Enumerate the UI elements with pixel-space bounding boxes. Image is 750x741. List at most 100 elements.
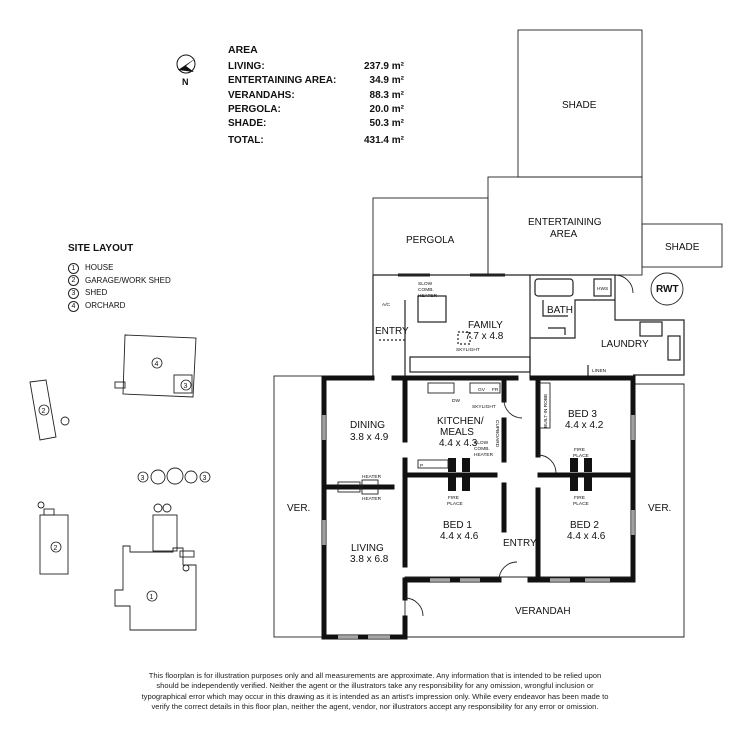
svg-text:3: 3 — [184, 383, 188, 390]
svg-text:FIRE: FIRE — [574, 495, 585, 501]
svg-text:2: 2 — [54, 545, 58, 552]
label-ver-left: VER. — [287, 503, 310, 514]
label-cupboard: CUPBOARD — [494, 420, 500, 448]
label-bed2-dim: 4.4 x 4.6 — [567, 531, 606, 542]
label-heater-top: HEATER — [362, 474, 382, 480]
label-dw: DW — [452, 398, 460, 404]
label-family-dim: 7.7 x 4.8 — [465, 331, 504, 342]
label-shade-top: SHADE — [562, 100, 597, 111]
fireplaces — [448, 458, 592, 491]
svg-text:SLOW: SLOW — [474, 440, 489, 446]
label-bed3-dim: 4.4 x 4.2 — [565, 420, 604, 431]
label-dining-dim: 3.8 x 4.9 — [350, 432, 389, 443]
label-built-in-robe: BUILT-IN ROBE — [543, 394, 549, 428]
svg-text:SLOW: SLOW — [418, 281, 433, 287]
label-kitchen-dim: 4.4 x 4.3 — [439, 438, 478, 449]
label-bath: BATH — [547, 305, 573, 316]
label-rwt: RWT — [656, 284, 679, 295]
svg-text:4: 4 — [155, 361, 159, 368]
compass-icon: N — [176, 54, 196, 87]
bath-tub — [534, 278, 574, 297]
fixture-labels: SLOW COMB. HEATER A/C SKYLIGHT HWS LINEN… — [339, 281, 608, 507]
svg-text:FIRE: FIRE — [574, 447, 585, 453]
laundry-bench — [639, 321, 663, 337]
kitchen-cooktop — [427, 382, 455, 394]
site-garage-2-annex — [43, 508, 55, 516]
svg-text:HEATER: HEATER — [418, 293, 438, 299]
rwt-tank — [650, 272, 684, 306]
label-bed1-dim: 4.4 x 4.6 — [440, 531, 479, 542]
site-orchard-shed — [173, 374, 193, 394]
svg-text:PLACE: PLACE — [447, 501, 463, 507]
label-ac: A/C — [382, 302, 391, 308]
label-skylight: SKYLIGHT — [456, 347, 480, 353]
area-heading: AREA — [228, 44, 258, 56]
area-row-entertaining: ENTERTAINING AREA:34.9 m² — [228, 75, 404, 87]
site-tank-1 — [60, 416, 70, 426]
site-house-verandah — [152, 514, 178, 552]
kitchen-pantry — [417, 459, 449, 469]
site-house-tank-a — [153, 503, 163, 513]
label-pantry: P — [420, 463, 423, 469]
site-house — [114, 545, 197, 631]
label-bed3: BED 3 — [568, 409, 597, 420]
label-shade-right: SHADE — [665, 242, 700, 253]
label-entertaining-2: AREA — [550, 229, 578, 240]
site-plan-labels: 4 3 2 2 3 3 1 — [38, 357, 211, 602]
site-house-tank-c — [182, 564, 190, 572]
svg-text:FIRE: FIRE — [448, 495, 459, 501]
svg-text:3: 3 — [203, 475, 207, 482]
site-orchard-gate — [114, 381, 126, 389]
area-row-living: LIVING:237.9 m² — [228, 61, 404, 72]
site-shed-circle-c — [184, 470, 198, 484]
label-gv: GV — [478, 387, 486, 393]
label-living-dim: 3.8 x 6.8 — [350, 554, 389, 565]
label-bed2: BED 2 — [570, 520, 599, 531]
cpbd-unit — [337, 481, 361, 493]
laundry-tub — [667, 335, 681, 361]
label-pergola: PERGOLA — [406, 235, 455, 246]
site-tank-2 — [37, 501, 45, 509]
disclaimer-text: This floorplan is for illustration purpo… — [141, 671, 609, 711]
area-table: LIVING:237.9 m² ENTERTAINING AREA:34.9 m… — [228, 60, 404, 149]
label-cpbd: CPBD — [339, 485, 353, 491]
label-ver-right: VER. — [648, 503, 671, 514]
label-laundry: LAUNDRY — [601, 339, 649, 350]
kitchen-fixtures — [337, 274, 634, 617]
label-bed1: BED 1 — [443, 520, 472, 531]
site-shed-circle-b — [166, 467, 184, 485]
svg-text:PLACE: PLACE — [573, 453, 589, 459]
kitchen-fridge — [469, 382, 501, 394]
site-garage-1 — [29, 379, 57, 441]
svg-text:3: 3 — [141, 475, 145, 482]
label-dining: DINING — [350, 420, 385, 431]
label-kitchen-1: KITCHEN/ — [437, 416, 484, 427]
site-plan — [29, 334, 198, 631]
site-house-annex — [179, 550, 195, 558]
svg-text:COMB.: COMB. — [474, 446, 490, 452]
label-entry-bottom: ENTRY — [503, 538, 537, 549]
svg-text:1: 1 — [150, 594, 154, 601]
area-row-verandahs: VERANDAHS:88.3 m² — [228, 89, 404, 101]
area-row-shade: SHADE:50.3 m² — [228, 118, 404, 130]
svg-text:HEATER: HEATER — [474, 452, 494, 458]
site-orchard — [122, 334, 197, 398]
label-family: FAMILY — [468, 320, 503, 331]
heater-unit — [361, 479, 379, 495]
area-row-total: TOTAL:431.4 m² — [228, 135, 404, 147]
family-bench — [409, 356, 531, 373]
compass-north-label: N — [182, 77, 189, 87]
site-shed-circle-a — [150, 469, 166, 485]
label-entertaining-1: ENTERTAINING — [528, 217, 602, 228]
svg-text:2: 2 — [42, 408, 46, 415]
site-house-tank-b — [162, 503, 172, 513]
label-living: LIVING — [351, 543, 384, 554]
label-verandah: VERANDAH — [515, 606, 571, 617]
label-fr: FR — [492, 387, 499, 393]
area-row-pergola: PERGOLA:20.0 m² — [228, 103, 404, 115]
